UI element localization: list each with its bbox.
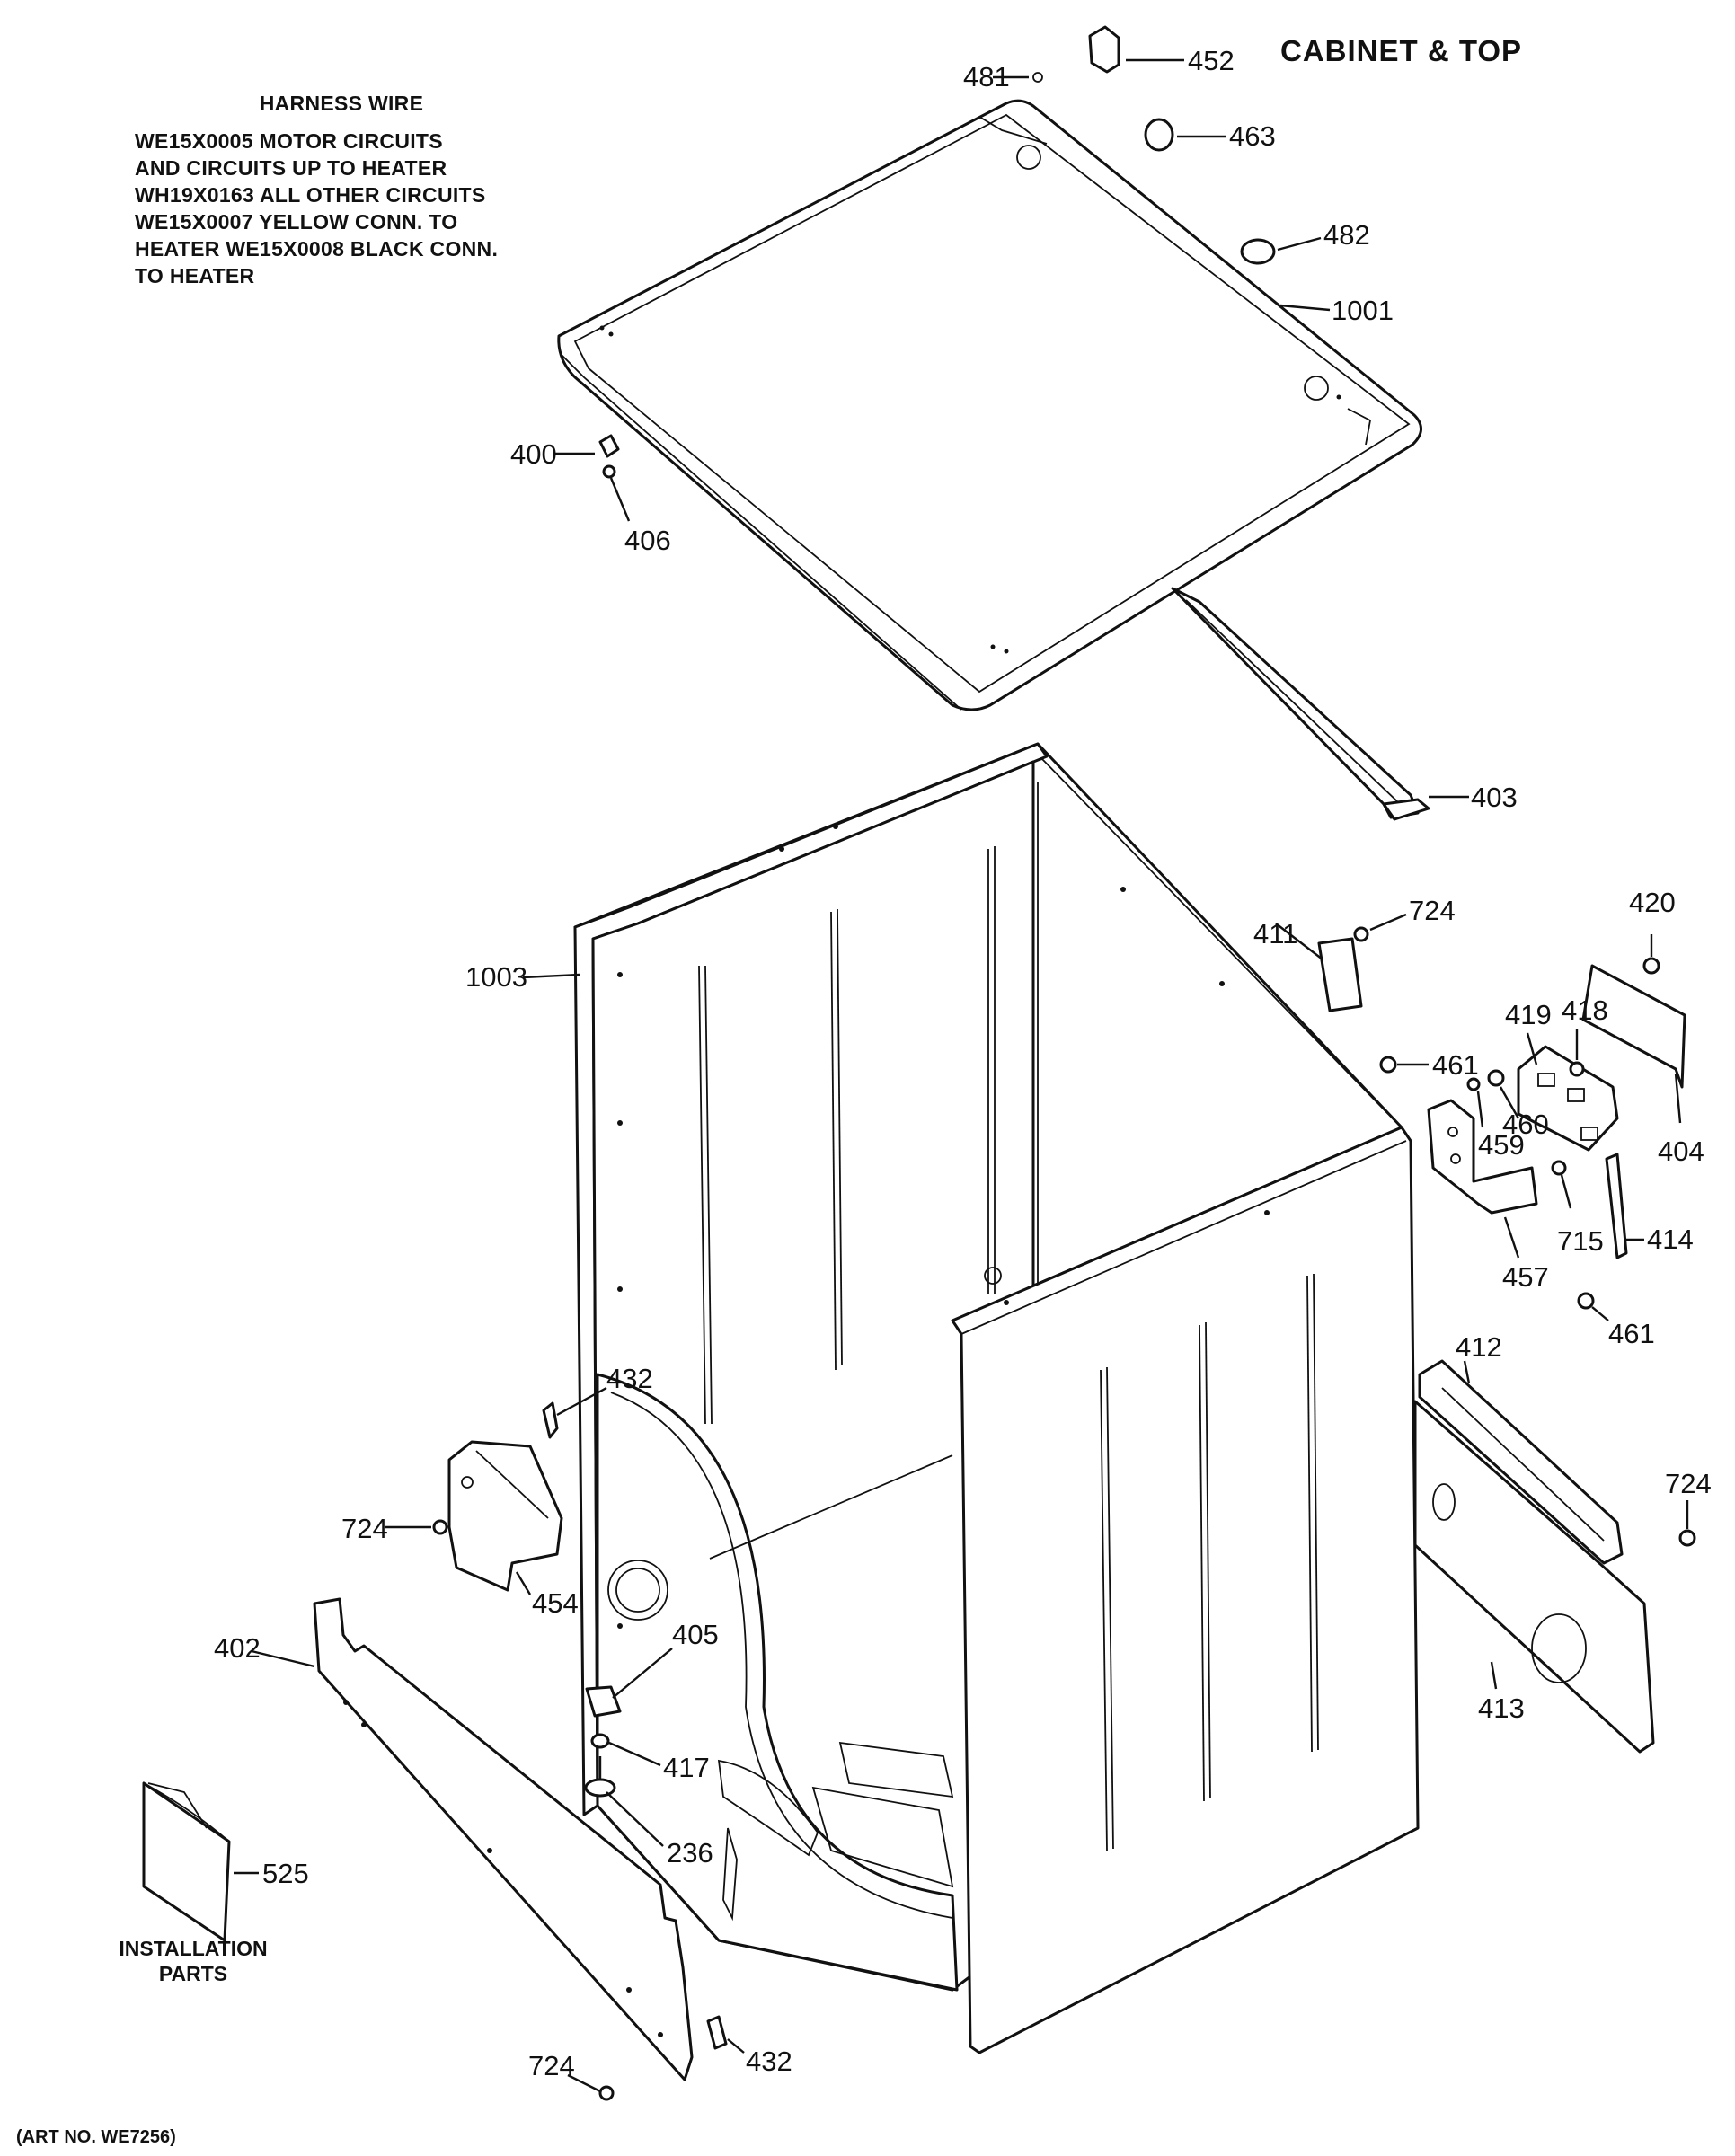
harness-note-line: AND CIRCUITS UP TO HEATER — [135, 156, 447, 180]
harness-wire-note: HARNESS WIRE WE15X0005 MOTOR CIRCUITS AN… — [135, 90, 548, 289]
harness-note-line: WE15X0005 MOTOR CIRCUITS — [135, 129, 443, 153]
callout-404: 404 — [1658, 1135, 1704, 1167]
callout-419: 419 — [1505, 999, 1552, 1030]
cabinet-top-panel — [557, 99, 1422, 711]
callout-482: 482 — [1323, 219, 1370, 251]
callout-454: 454 — [532, 1587, 579, 1619]
part-452 — [1088, 25, 1120, 74]
callout-463: 463 — [1229, 120, 1276, 152]
top-seal-strip — [1171, 587, 1430, 821]
callout-461: 461 — [1608, 1318, 1655, 1349]
part-420 — [1642, 957, 1660, 975]
part-406 — [602, 464, 616, 479]
callout-715: 715 — [1557, 1225, 1604, 1257]
callout-452: 452 — [1188, 45, 1235, 76]
callout-481: 481 — [963, 61, 1010, 93]
callout-432: 432 — [606, 1363, 653, 1394]
part-461a — [1379, 1056, 1397, 1074]
part-724a — [1353, 926, 1369, 942]
callout-525: 525 — [262, 1858, 309, 1889]
leader-lines — [234, 58, 1689, 2093]
callout-420: 420 — [1629, 887, 1676, 918]
part-482 — [1240, 238, 1276, 265]
callout-461: 461 — [1432, 1049, 1479, 1081]
callout-403: 403 — [1471, 782, 1518, 813]
callout-724: 724 — [1409, 895, 1456, 926]
callout-724: 724 — [1665, 1468, 1712, 1499]
part-715 — [1551, 1160, 1567, 1176]
diagram-title: CABINET & TOP — [1280, 34, 1523, 67]
callout-406: 406 — [624, 525, 671, 556]
part-432a — [542, 1401, 559, 1439]
part-724c — [432, 1519, 448, 1535]
part-459 — [1466, 1077, 1481, 1091]
callout-400: 400 — [510, 438, 557, 470]
installation-label-line: INSTALLATION — [119, 1937, 268, 1960]
part-481 — [1032, 72, 1043, 83]
part-400 — [598, 434, 620, 458]
callout-412: 412 — [1456, 1331, 1502, 1363]
callout-411: 411 — [1253, 918, 1297, 950]
art-number: (ART NO. WE7256) — [16, 2127, 176, 2147]
callout-1001: 1001 — [1332, 295, 1394, 326]
lower-left-parts — [142, 1440, 694, 2081]
callout-417: 417 — [663, 1752, 710, 1783]
part-418 — [1569, 1061, 1585, 1077]
installation-label-line: PARTS — [158, 1962, 228, 1985]
callout-405: 405 — [672, 1619, 719, 1650]
part-461b — [1577, 1292, 1595, 1310]
callout-418: 418 — [1562, 994, 1608, 1026]
harness-note-line: WH19X0163 ALL OTHER CIRCUITS — [135, 183, 486, 207]
part-724b — [1678, 1529, 1696, 1547]
callout-459: 459 — [1478, 1129, 1525, 1161]
small-hardware — [432, 25, 1696, 2101]
rear-bracket-parts — [1317, 937, 1686, 1754]
harness-wire-header: HARNESS WIRE — [259, 92, 424, 115]
part-432b — [706, 2015, 728, 2050]
callout-460: 460 — [1502, 1109, 1549, 1140]
callout-724: 724 — [528, 2050, 575, 2081]
installation-parts-label: INSTALLATION PARTS — [85, 1936, 301, 1986]
callout-724: 724 — [341, 1513, 388, 1544]
callout-1003: 1003 — [465, 961, 527, 993]
callout-457: 457 — [1502, 1261, 1549, 1293]
callout-432: 432 — [746, 2046, 792, 2077]
harness-note-line: WE15X0007 YELLOW CONN. TO — [135, 210, 458, 234]
callout-236: 236 — [667, 1837, 713, 1869]
cabinet-body — [573, 742, 1420, 2054]
callout-413: 413 — [1478, 1692, 1525, 1724]
part-724d — [598, 2085, 615, 2101]
part-463 — [1144, 118, 1174, 152]
callout-labels: 481 452 463 482 1001 400 406 403 1003 72… — [214, 45, 1712, 2081]
part-460 — [1487, 1069, 1505, 1087]
harness-note-line: TO HEATER — [135, 264, 255, 287]
callout-414: 414 — [1647, 1224, 1694, 1255]
callout-402: 402 — [214, 1632, 261, 1664]
harness-note-line: HEATER WE15X0008 BLACK CONN. — [135, 237, 499, 261]
